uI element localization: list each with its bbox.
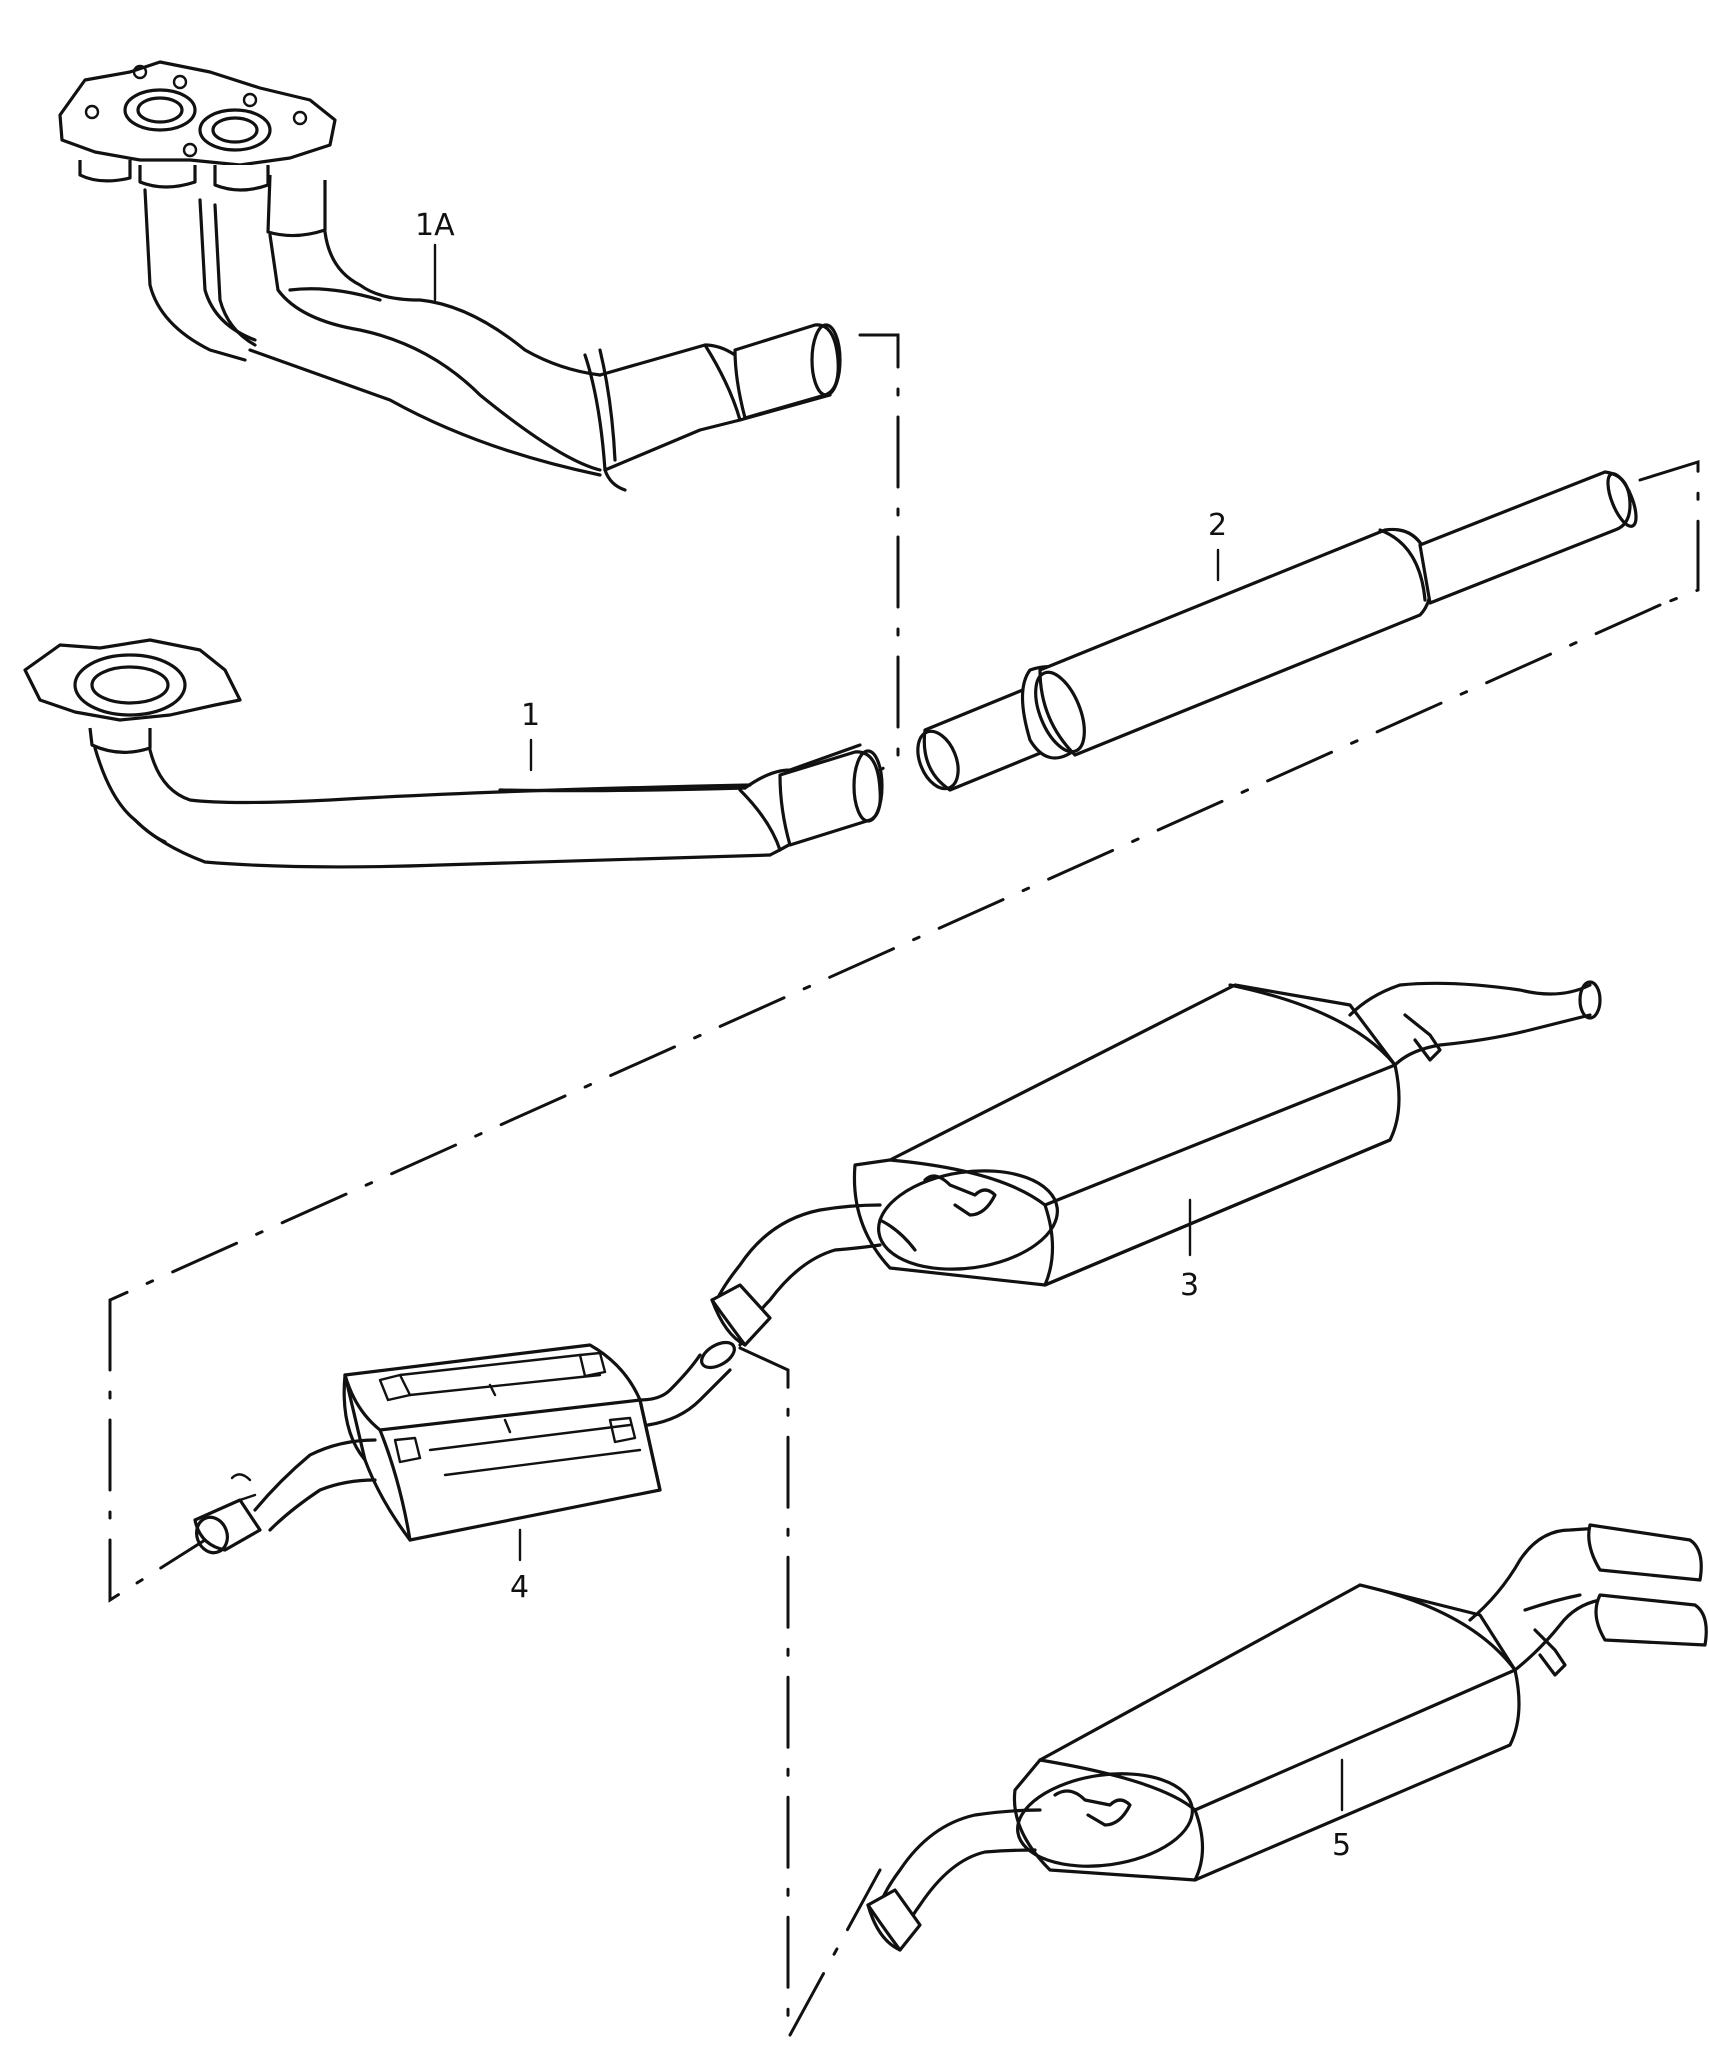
part-5-rear-silencer-twin-drawing	[866, 1523, 1708, 1952]
part-2-center-silencer-drawing	[916, 470, 1638, 792]
part-label-3: 4	[510, 1570, 529, 1605]
part-3-middle-silencer-drawing	[193, 1340, 736, 1555]
leader-line-part5	[788, 1868, 882, 2037]
part-1-downpipe-drawing	[23, 638, 884, 869]
part-label-2: 2	[1208, 508, 1227, 543]
part-4-rear-silencer-drawing	[710, 980, 1602, 1347]
part-label-1a: 1A	[415, 208, 455, 243]
leader-line-diagonal	[108, 603, 1662, 1302]
part-1a-downpipe-drawing	[58, 60, 842, 492]
leader-line-left-bracket	[108, 1298, 207, 1603]
leader-line-part2-right	[1638, 459, 1700, 607]
leader-line-upper-right	[858, 333, 900, 772]
part-label-1: 1	[521, 698, 540, 733]
part-label-4: 3	[1180, 1268, 1199, 1303]
leader-line-vertical-lower	[738, 1346, 790, 2037]
assembly-leader-lines	[108, 333, 1700, 2037]
part-label-5: 5	[1332, 1828, 1351, 1863]
